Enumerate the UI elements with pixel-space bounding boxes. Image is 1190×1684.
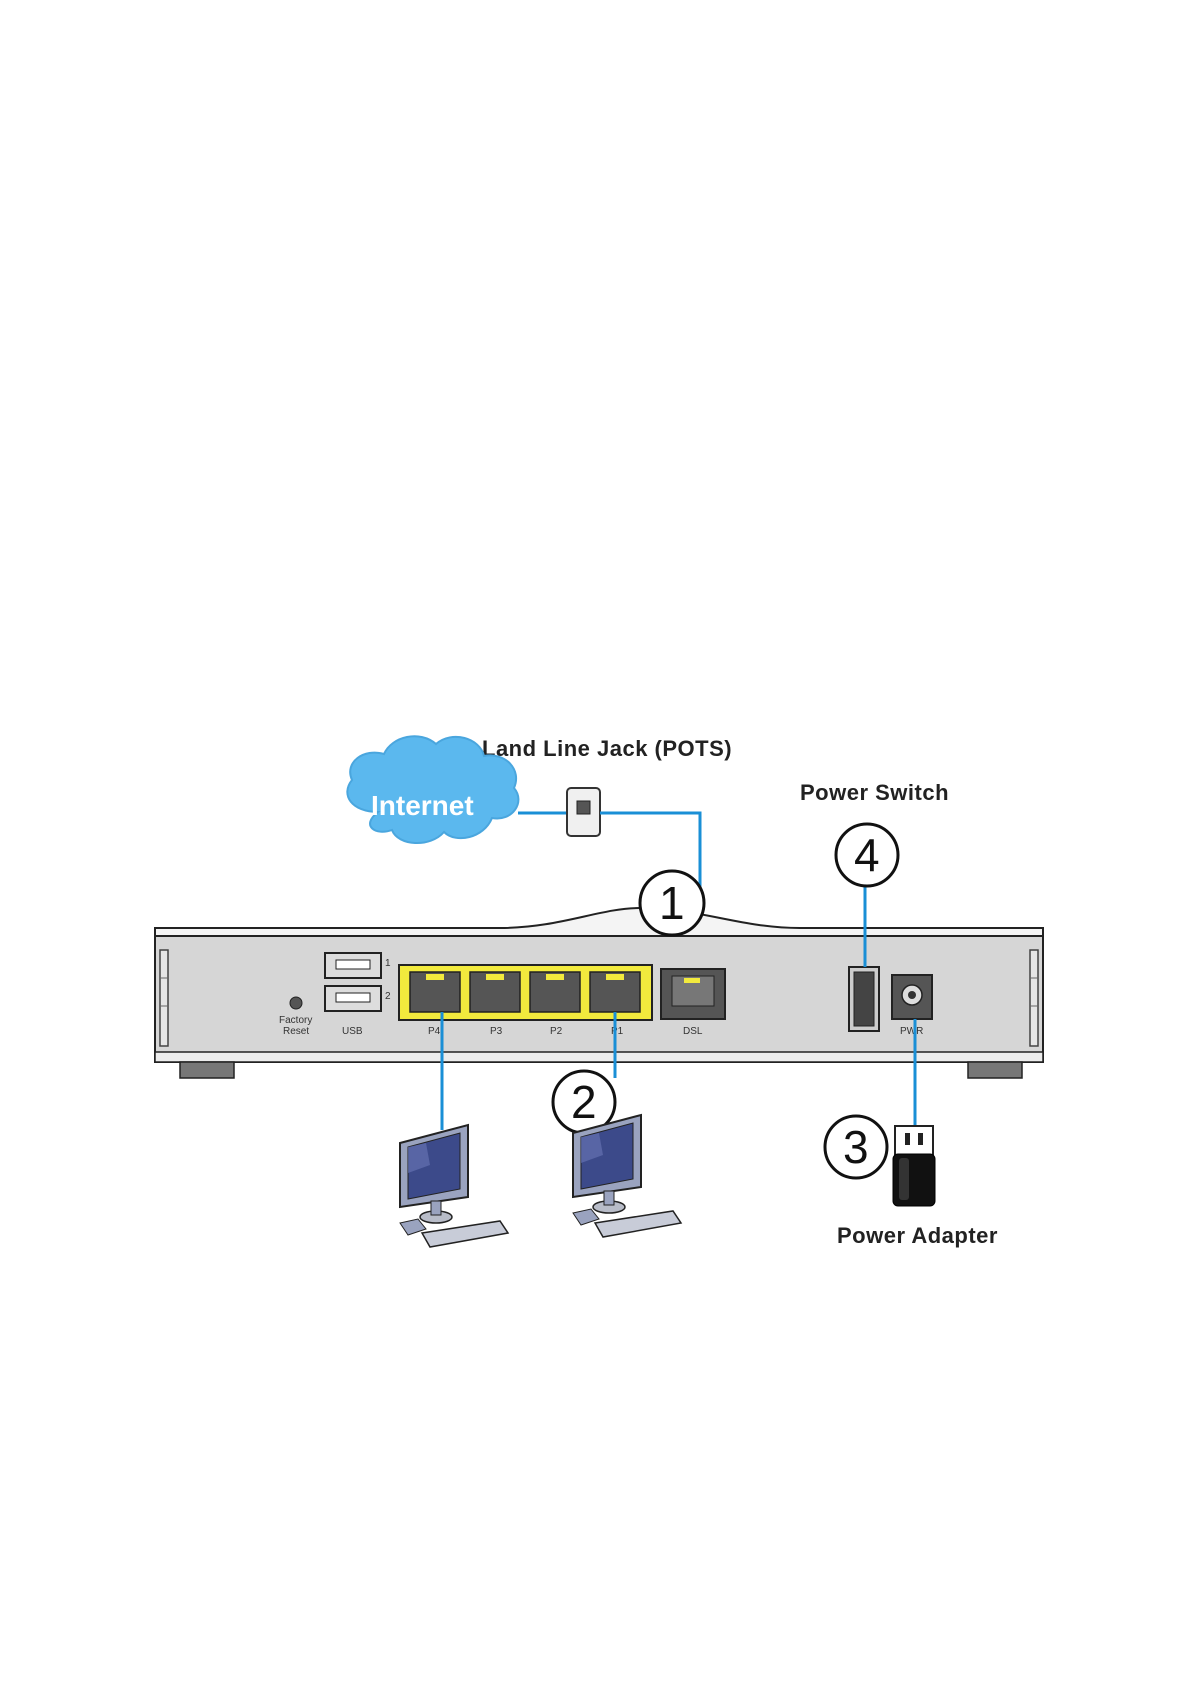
- wall-jack-icon: [567, 788, 600, 836]
- factory-reset-label-line2: Reset: [283, 1026, 309, 1037]
- factory-reset-button[interactable]: [290, 997, 302, 1009]
- power-adapter-label: Power Adapter: [837, 1223, 998, 1248]
- router-foot-right: [968, 1062, 1022, 1078]
- dsl-label: DSL: [683, 1026, 703, 1037]
- callout-1-number: 1: [659, 877, 685, 929]
- router-foot-left: [180, 1062, 234, 1078]
- internet-label: Internet: [371, 790, 474, 821]
- power-adapter-icon: [893, 1126, 935, 1206]
- callout-3: 3: [825, 1116, 887, 1178]
- usb-2-label: 2: [385, 991, 391, 1002]
- callout-2-number: 2: [571, 1076, 597, 1128]
- usb-label: USB: [342, 1026, 363, 1037]
- computer-icon: [573, 1115, 681, 1237]
- callout-3-number: 3: [843, 1121, 869, 1173]
- pwr-label: PWR: [900, 1026, 923, 1037]
- usb-1-label: 1: [385, 958, 391, 969]
- p4-label: P4: [428, 1026, 441, 1037]
- callout-1: 1: [640, 871, 704, 935]
- power-switch-label: Power Switch: [800, 780, 949, 805]
- computer-icon: [400, 1125, 508, 1247]
- factory-reset-label-line1: Factory: [279, 1015, 312, 1026]
- power-switch[interactable]: [849, 967, 879, 1031]
- p3-label: P3: [490, 1026, 503, 1037]
- callout-4-number: 4: [854, 829, 880, 881]
- land-line-jack-label: Land Line Jack (POTS): [482, 736, 732, 761]
- p1-label: P1: [611, 1026, 624, 1037]
- p2-label: P2: [550, 1026, 563, 1037]
- callout-4: 4: [836, 824, 898, 886]
